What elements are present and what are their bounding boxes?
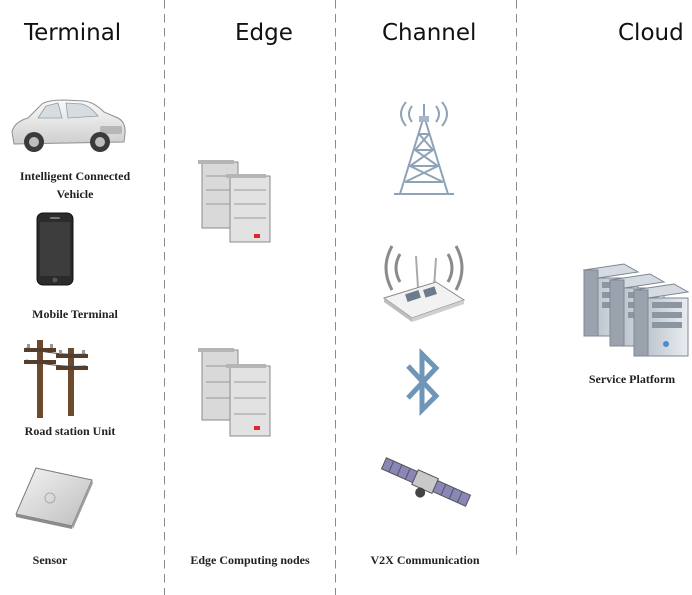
sensor-label: Sensor xyxy=(32,553,68,567)
hard-drive-icon xyxy=(14,466,94,530)
mobile-terminal-label: Mobile Terminal xyxy=(32,307,118,321)
column-header-channel: Channel xyxy=(382,20,477,46)
utility-pole-icon xyxy=(20,334,92,418)
wifi-router-icon xyxy=(378,236,470,322)
car-icon xyxy=(8,96,128,156)
bluetooth-icon xyxy=(404,348,444,416)
column-header-terminal: Terminal xyxy=(24,20,122,46)
cell-tower-icon xyxy=(386,94,462,198)
column-header-cloud: Cloud xyxy=(618,20,684,46)
service-platform-label: Service Platform xyxy=(588,372,676,386)
divider-terminal-edge xyxy=(164,0,165,595)
divider-channel-cloud xyxy=(516,0,517,555)
column-header-edge: Edge xyxy=(235,20,293,46)
smartphone-icon xyxy=(36,212,74,286)
vehicle-label-line2: Vehicle xyxy=(56,187,94,201)
server-icon xyxy=(196,346,276,438)
vehicle-label-line1: Intelligent Connected xyxy=(19,169,131,183)
server-rack-icon xyxy=(582,262,692,362)
server-icon xyxy=(196,158,276,244)
satellite-icon xyxy=(380,456,472,508)
v2x-communication-label: V2X Communication xyxy=(370,553,480,567)
edge-computing-nodes-label: Edge Computing nodes xyxy=(190,553,310,567)
road-station-unit-label: Road station Unit xyxy=(24,424,116,438)
divider-edge-channel xyxy=(335,0,336,595)
